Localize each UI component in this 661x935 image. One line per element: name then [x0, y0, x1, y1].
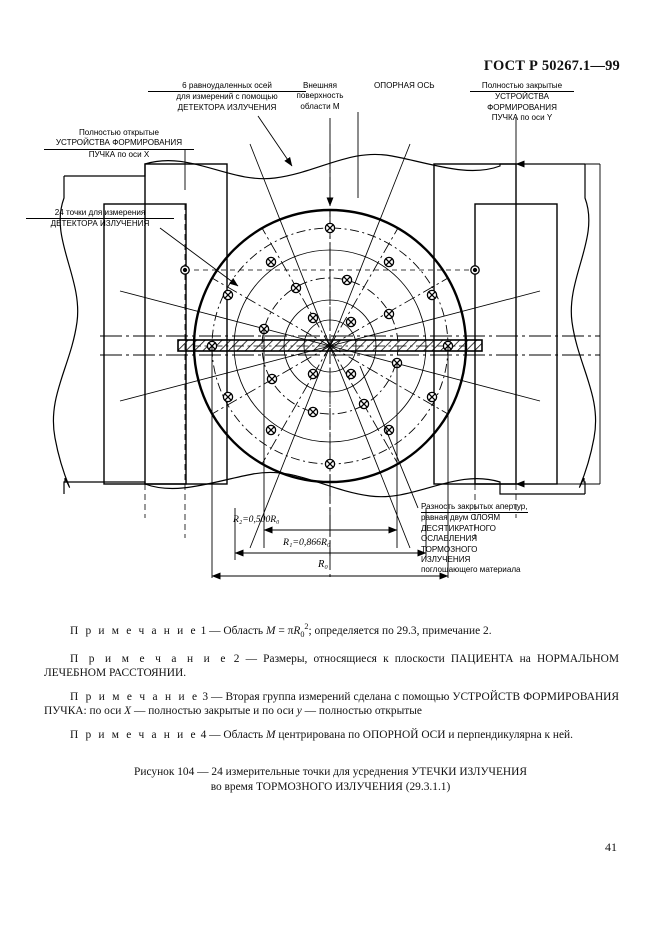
aperture-line-6: ИЗЛУЧЕНИЯ	[421, 555, 471, 565]
callout-six-axes: 6 равноудаленных осей для измерений с по…	[148, 81, 306, 113]
note-3-text-a: — Вторая группа измерений сделана с помо…	[44, 690, 620, 718]
callout-closed-y-devices: Полностью закрытые УСТРОЙСТВА ФОРМИРОВАН…	[470, 81, 574, 124]
caption-line-1: Рисунок 104 — 24 измерительные точки для…	[134, 766, 527, 778]
note-2: П р и м е ч а н и е 2 — Размеры, относящ…	[44, 652, 619, 681]
note-1-italic-m: M	[265, 624, 276, 637]
note-2-number: 2	[233, 652, 240, 665]
closed-y-line-3: ФОРМИРОВАНИЯ	[487, 102, 557, 112]
callout-aperture-difference: Разность закрытых апертур, равная двум С…	[421, 502, 611, 576]
standard-header: ГОСТ Р 50267.1—99	[483, 58, 620, 74]
width-arrows	[515, 160, 601, 488]
aperture-line-1: Разность закрытых апертур,	[421, 502, 528, 514]
aperture-line-4: ОСЛАБЛЕНИЯ	[421, 534, 478, 544]
outer-surface-line-2: поверхность	[296, 91, 344, 101]
note-3-italic-x: X	[124, 705, 132, 718]
note-3-italic-y: y	[296, 705, 302, 718]
dimension-label-r2: R₂=0,500R₀	[233, 514, 280, 525]
note-3-label: П р и м е ч а н и е	[70, 690, 200, 703]
alignment-markers	[180, 265, 480, 275]
figure-104: 6 равноудаленных осей для измерений с по…	[0, 78, 661, 618]
note-3-text-b: — полностью закрытые и по оси	[131, 705, 297, 718]
note-3: П р и м е ч а н и е 3 — Вторая группа из…	[44, 690, 619, 719]
dimension-label-r1: R₁=0,866R₀	[283, 537, 331, 548]
note-4-text-a: — Область	[209, 729, 266, 742]
callout-reference-axis: ОПОРНАЯ ОСЬ	[374, 81, 460, 91]
point-ring-r1	[206, 222, 454, 470]
reference-axis-label: ОПОРНАЯ ОСЬ	[374, 81, 435, 90]
horizontal-centre-axis	[100, 335, 600, 356]
note-1-subscript: 0	[300, 630, 305, 640]
note-4-number: 4	[200, 729, 207, 742]
page-number: 41	[605, 840, 617, 854]
six-axes-line-1: 6 равноудаленных осей	[148, 81, 306, 93]
note-1-number: 1	[200, 624, 207, 637]
outer-surface-line-1: Внешняя	[302, 81, 338, 90]
figure-caption: Рисунок 104 — 24 измерительные точки для…	[0, 765, 661, 795]
note-2-text: — Размеры, относящиеся к плоскости ПАЦИЕ…	[44, 652, 619, 680]
note-1-text-after: ; определяется по 29.3, примечание 2.	[308, 624, 492, 637]
aperture-line-2: равная двум СЛОЯМ	[421, 513, 501, 523]
aperture-line-7: поглощающего материала	[421, 565, 521, 575]
note-4-text-b: центрирована по ОПОРНОЙ ОСИ и перпендику…	[275, 729, 573, 742]
point-ring-r2	[258, 274, 403, 418]
dimension-lines	[211, 329, 449, 580]
note-3-number: 3	[202, 690, 209, 703]
six-axes-line-2: для измерений с помощью	[176, 92, 278, 102]
right-blocks	[433, 163, 558, 485]
open-x-line-2: УСТРОЙСТВА ФОРМИРОВАНИЯ	[44, 138, 194, 150]
construction-lines	[144, 164, 517, 538]
note-1-text-mid: = π	[275, 624, 294, 637]
aperture-line-5: ТОРМОЗНОГО	[421, 544, 478, 554]
note-4: П р и м е ч а н и е 4 — Область M центри…	[44, 728, 619, 743]
aperture-line-3: ДЕСЯТИКРАТНОГО	[421, 523, 496, 533]
figure-drawing	[52, 112, 601, 580]
note-3-text-c: — полностью открытые	[301, 705, 422, 718]
closed-y-line-4: ПУЧКА по оси Y	[491, 113, 553, 123]
points-line-1: 24 точки для измерения	[26, 208, 174, 220]
six-axes-line-3: ДЕТЕКТОРА ИЗЛУЧЕНИЯ	[177, 102, 277, 112]
measurement-points	[180, 222, 480, 470]
closed-aperture-slit	[177, 339, 483, 352]
note-2-label: П р и м е ч а н и е	[70, 652, 228, 665]
points-line-2: ДЕТЕКТОРА ИЗЛУЧЕНИЯ	[50, 219, 150, 229]
outer-surface-line-3: области M	[300, 101, 340, 111]
leader-lines	[159, 112, 517, 509]
dimension-label-r0: R₀	[318, 559, 328, 570]
callout-24-points: 24 точки для измерения ДЕТЕКТОРА ИЗЛУЧЕН…	[26, 208, 174, 230]
open-x-line-3: ПУЧКА по оси X	[88, 149, 150, 159]
note-1-text-before: — Область	[209, 624, 266, 637]
closed-y-line-1: Полностью закрытые	[470, 81, 574, 93]
callout-open-x-devices: Полностью открытые УСТРОЙСТВА ФОРМИРОВАН…	[44, 128, 194, 160]
caption-line-2: во время ТОРМОЗНОГО ИЗЛУЧЕНИЯ (29.3.1.1)	[210, 781, 451, 793]
note-1-label: П р и м е ч а н и е	[70, 624, 198, 637]
note-4-label: П р и м е ч а н и е	[70, 729, 198, 742]
note-1-italic-r: R	[293, 624, 301, 637]
closed-y-line-2: УСТРОЙСТВА	[494, 92, 550, 102]
note-4-italic-m: M	[265, 729, 276, 742]
note-1: П р и м е ч а н и е 1 — Область M = πR02…	[44, 620, 619, 643]
note-1-superscript: 2	[304, 622, 309, 631]
notes-block: П р и м е ч а н и е 1 — Область M = πR02…	[44, 620, 619, 752]
callout-outer-surface: Внешняя поверхность области M	[282, 81, 358, 112]
outer-break-outline	[52, 153, 597, 498]
open-x-line-1: Полностью открытые	[78, 128, 160, 137]
